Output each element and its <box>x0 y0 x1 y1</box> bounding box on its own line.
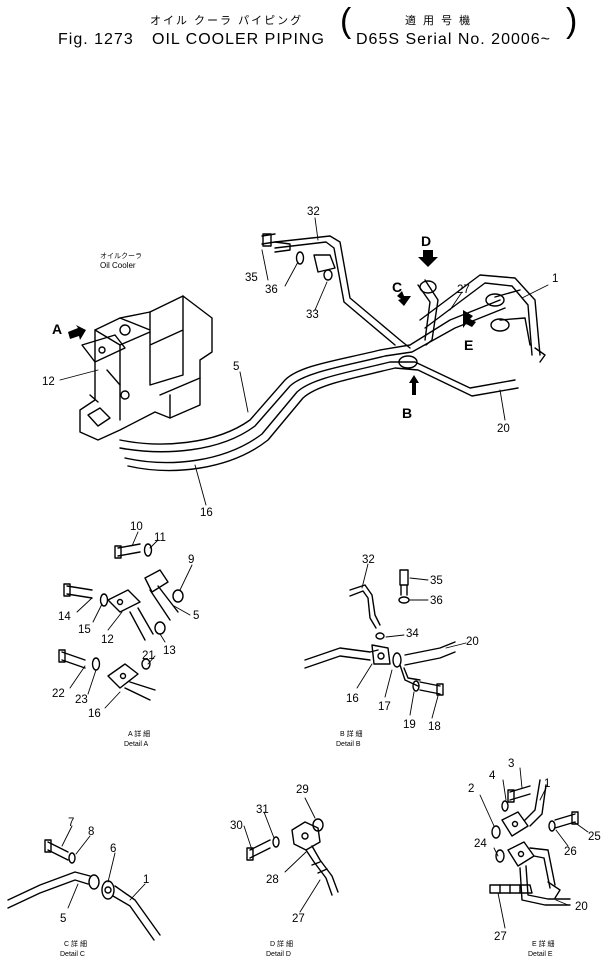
callout-a-21: 21 <box>142 650 155 662</box>
callout-a-5: 5 <box>193 610 199 622</box>
callout-e-3: 3 <box>508 758 514 770</box>
detail-c-caption: Detail C <box>60 951 85 958</box>
callout-b-34: 34 <box>406 628 419 640</box>
detail-a-view: 5 9 10 11 12 13 14 15 16 21 22 23 A 詳 細 … <box>52 521 199 748</box>
arrow-label-a: A <box>52 321 62 337</box>
callout-c-7: 7 <box>68 817 74 829</box>
callout-d-29: 29 <box>296 784 309 796</box>
serial-paren-close: ) <box>566 2 578 40</box>
callout-main-35: 35 <box>245 272 258 284</box>
arrow-label-d: D <box>421 233 431 249</box>
callout-e-25: 25 <box>588 831 601 843</box>
callout-c-6: 6 <box>110 843 116 855</box>
callout-b-36: 36 <box>430 595 443 607</box>
callout-a-9: 9 <box>188 554 194 566</box>
callout-main-20: 20 <box>497 423 510 435</box>
detail-e-view: 1 2 3 4 20 24 25 26 27 E 詳 細 Detail E <box>468 758 601 958</box>
japanese-applicable-label: 適 用 号 機 <box>405 15 473 27</box>
detail-a-caption: Detail A <box>124 741 148 748</box>
callout-e-1: 1 <box>544 778 550 790</box>
callout-a-12: 12 <box>101 634 114 646</box>
arrow-e-icon <box>463 310 476 328</box>
callout-a-14: 14 <box>58 611 71 623</box>
main-leader-lines <box>59 217 549 506</box>
callout-e-2: 2 <box>468 783 474 795</box>
callout-main-36: 36 <box>265 284 278 296</box>
diagram-title: OIL COOLER PIPING <box>152 31 325 48</box>
callout-c-1: 1 <box>143 874 149 886</box>
arrow-label-e: E <box>464 337 473 353</box>
callout-a-22: 22 <box>52 688 65 700</box>
callout-main-5: 5 <box>233 361 239 373</box>
callout-main-1: 1 <box>552 273 558 285</box>
callout-main-16: 16 <box>200 507 213 519</box>
detail-a-caption-jp: A 詳 細 <box>128 729 150 738</box>
main-callouts: オイルクーラ Oil Cooler 1 5 12 16 20 27 32 33 … <box>42 206 558 519</box>
arrow-a-icon <box>68 325 86 340</box>
arrow-b-icon <box>409 375 419 395</box>
arrow-label-b: B <box>402 405 412 421</box>
callout-b-35: 35 <box>430 575 443 587</box>
arrow-label-c: C <box>392 279 402 295</box>
detail-c-view: 1 5 6 7 8 C 詳 細 Detail C <box>7 817 161 958</box>
callout-a-11: 11 <box>154 532 166 544</box>
callout-b-20: 20 <box>466 636 479 648</box>
callout-b-32: 32 <box>362 554 375 566</box>
main-pipes <box>119 233 546 472</box>
main-assembly-view: A B C D E オイルクーラ Oil Cooler 1 5 12 16 20… <box>42 206 558 519</box>
detail-d-view: 27 28 29 30 31 D 詳 細 Detail D <box>230 784 339 958</box>
callout-main-12: 12 <box>42 376 55 388</box>
callout-e-24: 24 <box>474 838 487 850</box>
view-arrows <box>68 250 476 395</box>
view-arrow-letters: A B C D E <box>52 233 473 421</box>
detail-c-caption-jp: C 詳 細 <box>64 939 87 948</box>
serial-paren-open: ( <box>340 2 352 40</box>
serial-range: D65S Serial No. 20006~ <box>356 31 551 48</box>
callout-c-5: 5 <box>60 913 66 925</box>
detail-b-view: 16 17 18 19 20 32 34 35 36 B 詳 細 Detail … <box>304 554 479 748</box>
callout-a-15: 15 <box>78 624 91 636</box>
arrow-d-icon <box>418 250 438 267</box>
callout-d-28: 28 <box>266 874 279 886</box>
detail-b-caption: Detail B <box>336 741 361 748</box>
oil-cooler-body <box>79 295 213 441</box>
callout-d-30: 30 <box>230 820 243 832</box>
detail-b-caption-jp: B 詳 細 <box>340 729 363 738</box>
callout-d-27: 27 <box>292 913 305 925</box>
callout-a-10: 10 <box>130 521 143 533</box>
callout-main-32: 32 <box>307 206 320 218</box>
callout-e-27: 27 <box>494 931 507 943</box>
japanese-title: オイル クーラ パイピング <box>150 15 304 27</box>
oil-cooler-label: Oil Cooler <box>100 261 136 270</box>
callout-b-19: 19 <box>403 719 416 731</box>
callout-e-26: 26 <box>564 846 577 858</box>
callout-b-18: 18 <box>428 721 441 733</box>
callout-d-31: 31 <box>256 804 269 816</box>
detail-d-caption-jp: D 詳 細 <box>270 939 293 948</box>
oil-cooler-label-jp: オイルクーラ <box>100 252 142 260</box>
callout-main-33: 33 <box>306 309 319 321</box>
detail-e-caption: Detail E <box>528 951 553 958</box>
callout-a-13: 13 <box>163 645 176 657</box>
callout-b-17: 17 <box>378 701 391 713</box>
callout-e-20: 20 <box>575 901 588 913</box>
detail-d-caption: Detail D <box>266 951 291 958</box>
callout-a-16: 16 <box>88 708 101 720</box>
figure-number: Fig. 1273 <box>58 31 134 48</box>
arrow-c-icon <box>397 291 411 306</box>
callout-a-23: 23 <box>75 694 88 706</box>
detail-e-caption-jp: E 詳 細 <box>532 939 555 948</box>
callout-e-4: 4 <box>489 770 496 782</box>
callout-main-27: 27 <box>457 284 470 296</box>
callout-b-16: 16 <box>346 693 359 705</box>
callout-c-8: 8 <box>88 826 94 838</box>
